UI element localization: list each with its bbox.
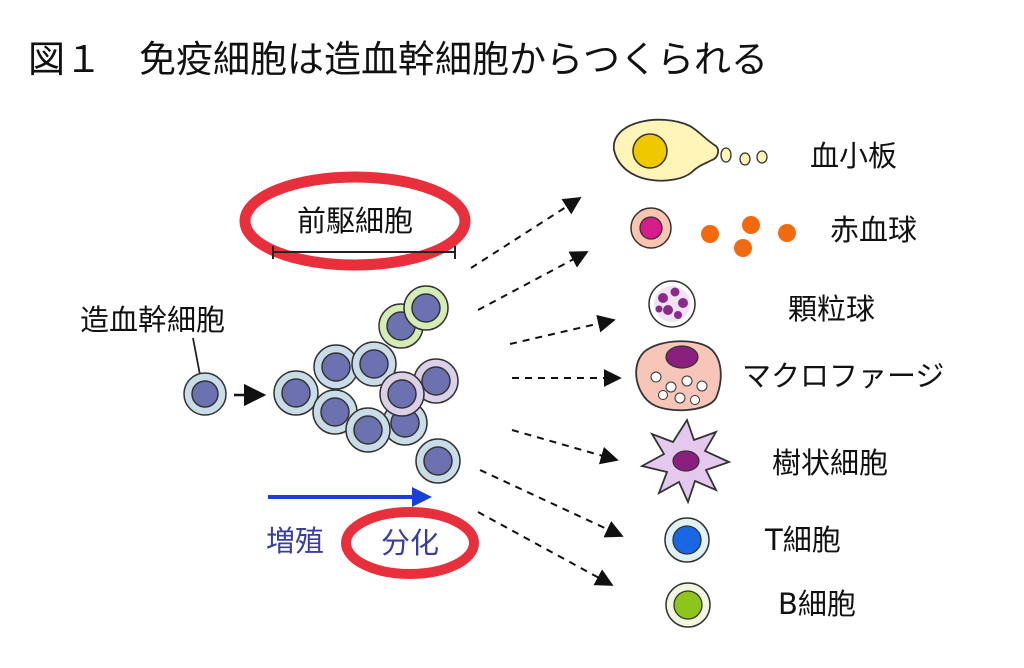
diagram-title: 図１ 免疫細胞は造血幹細胞からつくられる <box>28 38 768 81</box>
arrow-to-t-cell <box>479 469 624 538</box>
arrow-to-platelet <box>470 197 582 269</box>
label-b-cell: B細胞 <box>778 587 856 621</box>
macrophage-cell <box>635 340 722 412</box>
precursor-cell-cluster <box>273 285 461 484</box>
label-dendritic-cell: 樹状細胞 <box>772 446 888 480</box>
b-cell <box>665 582 711 628</box>
label-platelet: 血小板 <box>810 139 897 173</box>
differentiation-highlight-ring <box>341 507 479 579</box>
rbc-cells <box>630 207 796 257</box>
label-granulocyte: 顆粒球 <box>788 292 875 326</box>
arrow-to-granulocyte <box>509 314 616 345</box>
stem-cell-pointer <box>192 337 201 376</box>
label-macrophage: マクロファージ <box>742 359 944 393</box>
precursor-bracket <box>272 246 456 259</box>
label-rbc: 赤血球 <box>830 213 917 247</box>
proliferation-label: 増殖 <box>266 524 324 558</box>
dendritic-cell <box>639 417 732 505</box>
stem-cell-label: 造血幹細胞 <box>80 303 225 337</box>
precursor-highlight-ring <box>239 171 471 271</box>
stem-cell <box>183 372 227 416</box>
proliferation-arrow-head <box>412 487 432 507</box>
precursor-label: 前駆細胞 <box>297 204 413 238</box>
differentiation-label: 分化 <box>381 526 439 560</box>
t-cell <box>664 517 710 563</box>
platelet-cell <box>613 118 768 182</box>
differentiation-arrows <box>470 197 624 586</box>
arrow-to-dendritic-cell <box>511 429 619 465</box>
arrow-to-rbc <box>477 251 589 311</box>
label-t-cell: T細胞 <box>764 523 841 557</box>
granulocyte-cell <box>648 280 696 328</box>
